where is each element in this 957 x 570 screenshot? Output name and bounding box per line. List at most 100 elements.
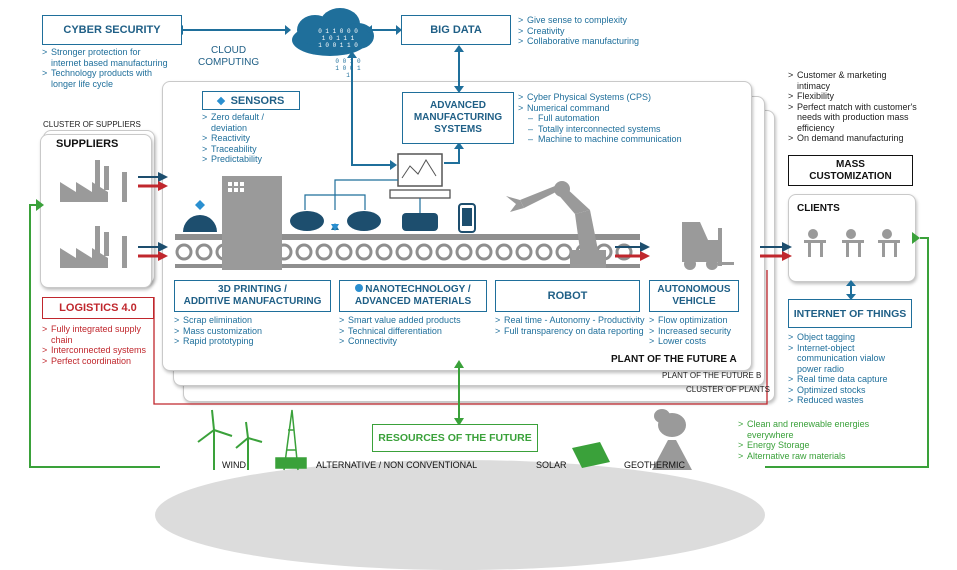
robot-list: Real time - Autonomy - Productivity Full…: [495, 315, 645, 336]
mass-customization-title-line: MASS: [836, 158, 865, 170]
3d-printing-title-line: 3D PRINTING /: [218, 284, 287, 295]
list-item: Reduced wastes: [788, 395, 906, 406]
autonomous-vehicle-list: Flow optimization Increased security Low…: [649, 315, 749, 347]
green-loop-line: [765, 237, 929, 468]
binary-line: 1 0 1 1 1: [321, 35, 355, 42]
resources-box: RESOURCES OF THE FUTURE: [372, 424, 538, 452]
nanotech-title-line: ADVANCED MATERIALS: [354, 296, 472, 307]
wind-label: WIND: [222, 460, 246, 470]
conveyor-belt: [175, 234, 640, 268]
list-item: Zero default / deviation: [202, 112, 292, 133]
list-item: Technology products with longer life cyc…: [42, 68, 172, 89]
binary-line: 1: [346, 72, 350, 79]
green-loop-left-line: [29, 204, 160, 468]
conveyor-roller: [475, 243, 493, 261]
autonomous-vehicle-box: AUTONOMOUS VEHICLE: [649, 280, 739, 312]
conveyor-roller: [515, 243, 533, 261]
nanotech-title-line: NANOTECHNOLOGY /: [355, 284, 471, 296]
nanotech-list: Smart value added products Technical dif…: [339, 315, 489, 347]
conveyor-roller: [315, 243, 333, 261]
autonomous-vehicle-title-line: AUTONOMOUS: [657, 284, 731, 295]
list-item: Real time - Autonomy - Productivity: [495, 315, 645, 326]
3d-printing-list: Scrap elimination Mass customization Rap…: [174, 315, 324, 347]
factory-icon-2: [60, 226, 127, 268]
mass-customization-title-line: CUSTOMIZATION: [809, 170, 892, 182]
conveyor-roller: [415, 243, 433, 261]
geothermic-icon: [652, 409, 692, 470]
list-item: Internet-object communication vialow pow…: [788, 343, 906, 375]
binary-line: 1 0 0 1: [335, 65, 361, 72]
clients-title: CLIENTS: [797, 203, 840, 214]
list-item: Connectivity: [339, 336, 489, 347]
list-subitem: Full automation: [518, 113, 708, 124]
green-loop-left-arrow: [36, 199, 44, 211]
cloud-label: CLOUD COMPUTING: [198, 45, 259, 69]
conveyor-roller: [375, 243, 393, 261]
iot-box: INTERNET OF THINGS: [788, 299, 912, 328]
forklift-icon: [682, 222, 734, 270]
3d-printing-box: 3D PRINTING / ADDITIVE MANUFACTURING: [174, 280, 331, 312]
binary-line: 0 1 1 0 0 0: [318, 28, 358, 35]
big-data-list: Give sense to complexity Creativity Coll…: [518, 15, 658, 47]
cyber-security-list: Stronger protection for internet based m…: [42, 47, 172, 89]
cluster-of-suppliers-label: CLUSTER OF SUPPLIERS: [43, 120, 141, 129]
pebble-item-2: [347, 211, 381, 231]
sensors-list: Zero default / deviation Reactivity Trac…: [202, 112, 292, 165]
list-item: Object tagging: [788, 332, 906, 343]
mass-customization-box: MASS CUSTOMIZATION: [788, 155, 913, 186]
ams-box: ADVANCED MANUFACTURING SYSTEMS: [402, 92, 514, 144]
computer-icon: [389, 153, 451, 199]
cloud-binary: 0 1 1 0 0 0 1 0 1 1 1 1 0 0 1 1 0: [308, 28, 368, 49]
conveyor-roller: [355, 243, 373, 261]
binary-line: 1 0 0 1 1 0: [318, 42, 358, 49]
list-item: Traceability: [202, 144, 292, 155]
green-loop-arrow-right: [912, 232, 920, 244]
ams-title-line: MANUFACTURING: [413, 112, 503, 123]
conveyor-roller: [495, 243, 513, 261]
logistics-frame: [153, 270, 768, 405]
cluster-of-plants-label: CLUSTER OF PLANTS: [686, 385, 771, 394]
pebble-item-1: [290, 211, 324, 231]
nanotech-box: NANOTECHNOLOGY / ADVANCED MATERIALS: [339, 280, 487, 312]
list-item: On demand manufacturing: [788, 133, 920, 144]
list-item: Creativity: [518, 26, 658, 37]
sensors-title: SENSORS: [230, 94, 285, 107]
binary-line: 0 0 1 0: [335, 58, 361, 65]
list-item: Increased security: [649, 326, 749, 337]
list-item: Scrap elimination: [174, 315, 324, 326]
list-item: Technical differentiation: [339, 326, 489, 337]
alternative-label: ALTERNATIVE / NON CONVENTIONAL: [316, 460, 478, 470]
list-item: Cyber Physical Systems (CPS): [518, 92, 708, 103]
list-item: Flexibility: [788, 91, 920, 102]
resources-up-arrow: [454, 360, 464, 368]
list-subitem: Totally interconnected systems: [518, 124, 708, 135]
supply-arrows: [138, 172, 792, 261]
plant-a-label: PLANT OF THE FUTURE A: [611, 354, 737, 365]
autonomous-vehicle-title-line: VEHICLE: [672, 296, 716, 307]
phone-icon: [458, 203, 476, 233]
list-item: Real time data capture: [788, 374, 906, 385]
diagram-graphics: [29, 8, 929, 471]
list-item: Mass customization: [174, 326, 324, 337]
list-subitem: Machine to machine communication: [518, 134, 708, 145]
list-item: Predictability: [202, 154, 292, 165]
list-item: Fully integrated supply chain: [42, 324, 154, 345]
plant-b-label: PLANT OF THE FUTURE B: [662, 371, 762, 380]
list-item: Numerical command: [518, 103, 708, 114]
cloud-binary-drip: 0 0 1 0 1 0 0 1 1: [328, 58, 368, 79]
suppliers-title: SUPPLIERS: [56, 138, 119, 150]
conveyor-roller: [555, 243, 573, 261]
factory-icon-1: [60, 160, 127, 202]
list-item: Perfect match with customer's needs with…: [788, 102, 920, 134]
conveyor-roller: [295, 243, 313, 261]
list-item: Optimized stocks: [788, 385, 906, 396]
mass-customization-list: Customer & marketing intimacy Flexibilit…: [788, 70, 920, 144]
device-item: [402, 213, 438, 231]
sensor-diamond: [195, 200, 205, 210]
derrick-icon: [275, 409, 307, 471]
conveyor-roller: [535, 243, 553, 261]
big-data-box: BIG DATA: [401, 15, 511, 45]
robot-arm-icon: [506, 181, 606, 268]
list-item: Customer & marketing intimacy: [788, 70, 920, 91]
sensors-box: SENSORS: [202, 91, 300, 110]
